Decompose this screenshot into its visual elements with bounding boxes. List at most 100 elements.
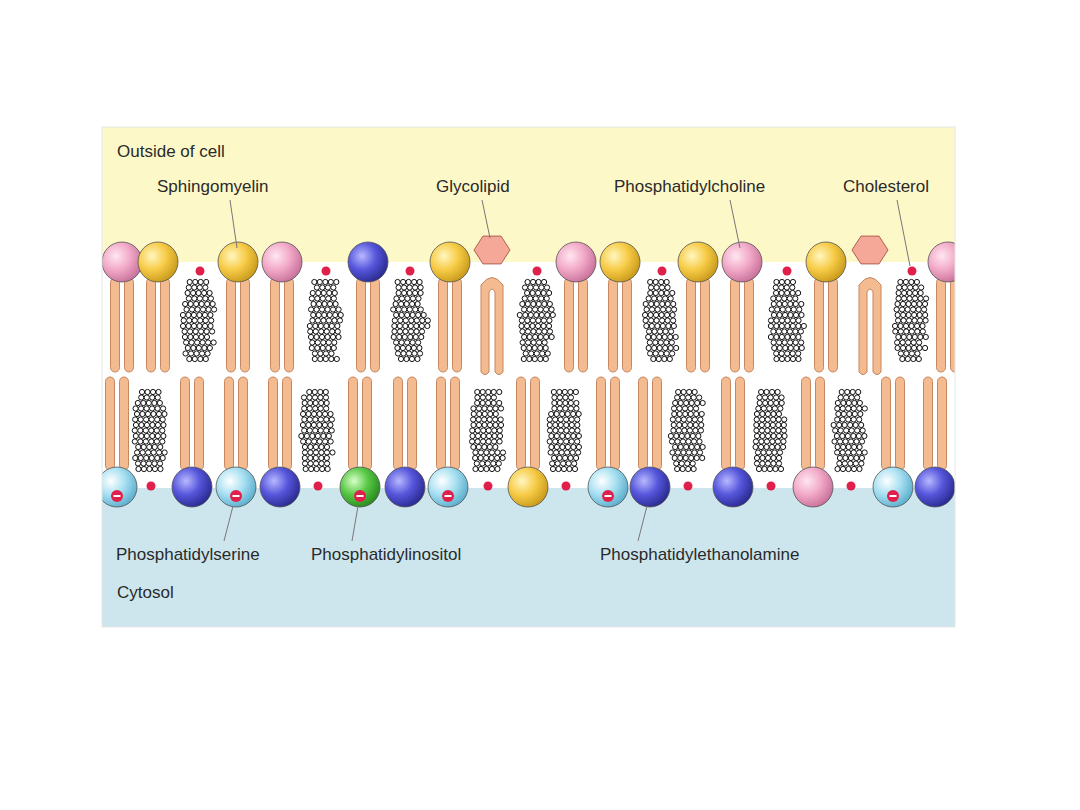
ring-atom [649, 318, 654, 323]
ring-atom [322, 411, 327, 416]
ring-atom [310, 433, 315, 438]
ring-atom [306, 422, 311, 427]
ring-atom [482, 444, 487, 449]
ring-atom [315, 296, 320, 301]
lipid-label: Phosphatidylcholine [614, 177, 765, 197]
ring-atom [497, 439, 502, 444]
ring-atom [140, 411, 145, 416]
ring-atom [531, 301, 536, 306]
ring-atom [909, 329, 914, 334]
ring-atom [536, 329, 541, 334]
fatty-acid-tail [394, 377, 403, 470]
cholesterol [831, 389, 867, 490]
ring-atom [334, 279, 339, 284]
ring-atom [844, 428, 849, 433]
ring-atom [660, 301, 665, 306]
ring-atom [760, 461, 765, 466]
ring-atom [525, 301, 530, 306]
ring-atom [197, 285, 202, 290]
fatty-acid-tail [241, 278, 250, 372]
ring-atom [198, 318, 203, 323]
ring-atom [416, 296, 421, 301]
ring-atom [895, 318, 900, 323]
ring-atom [541, 318, 546, 323]
ring-atom [644, 323, 649, 328]
ring-atom [576, 411, 581, 416]
ring-atom [784, 285, 789, 290]
ring-atom [565, 411, 570, 416]
ring-atom [798, 329, 803, 334]
ring-atom [489, 466, 494, 471]
ring-atom [907, 296, 912, 301]
ring-atom [308, 307, 313, 312]
ring-atom [765, 422, 770, 427]
ring-atom [324, 329, 329, 334]
polar-head [713, 467, 753, 507]
ring-atom [407, 307, 412, 312]
ring-atom [391, 334, 396, 339]
ring-atom [144, 406, 149, 411]
ring-atom [842, 461, 847, 466]
ring-atom [208, 296, 213, 301]
ring-atom [665, 285, 670, 290]
ring-atom [145, 389, 150, 394]
ring-atom [413, 290, 418, 295]
ring-atom [785, 334, 790, 339]
ring-atom [684, 444, 689, 449]
ring-atom [392, 318, 397, 323]
ring-atom [318, 323, 323, 328]
ring-atom [416, 312, 421, 317]
ring-atom [319, 444, 324, 449]
ring-atom [517, 312, 522, 317]
lipid-label: Cholesterol [843, 177, 929, 197]
ring-atom [573, 389, 578, 394]
ring-atom [161, 433, 166, 438]
ring-atom [192, 318, 197, 323]
ring-atom [410, 312, 415, 317]
ring-atom [768, 323, 773, 328]
ring-atom [699, 411, 704, 416]
ring-atom [774, 356, 779, 361]
ring-atom [495, 450, 500, 455]
ring-atom [531, 329, 536, 334]
ring-atom [788, 340, 793, 345]
ring-atom [689, 444, 694, 449]
ring-atom [547, 318, 552, 323]
glycolipid-tail [859, 278, 881, 375]
ring-atom [771, 417, 776, 422]
ring-atom [473, 455, 478, 460]
ring-atom [524, 323, 529, 328]
ring-atom [648, 290, 653, 295]
cholesterol [547, 389, 581, 490]
ring-atom [771, 312, 776, 317]
ring-atom [849, 395, 854, 400]
ring-atom [851, 433, 856, 438]
ring-atom [157, 461, 162, 466]
ring-atom [776, 411, 781, 416]
ring-atom [552, 406, 557, 411]
ring-atom [754, 461, 759, 466]
ring-atom [860, 428, 865, 433]
ring-atom [410, 296, 415, 301]
ring-atom [673, 444, 678, 449]
ring-atom [782, 329, 787, 334]
ring-atom [498, 406, 503, 411]
ring-atom [556, 466, 561, 471]
ring-atom [533, 296, 538, 301]
ring-atom [409, 318, 414, 323]
ring-atom [683, 411, 688, 416]
ring-atom [659, 351, 664, 356]
ring-atom [691, 466, 696, 471]
ring-atom [471, 411, 476, 416]
ring-atom [397, 334, 402, 339]
ring-atom [693, 428, 698, 433]
ring-atom [335, 329, 340, 334]
ring-atom [527, 334, 532, 339]
ring-atom [681, 417, 686, 422]
ring-atom [906, 345, 911, 350]
ring-atom [527, 345, 532, 350]
ring-atom [419, 329, 424, 334]
hydroxyl-group [767, 482, 776, 491]
ring-atom [400, 345, 405, 350]
ring-atom [568, 455, 573, 460]
